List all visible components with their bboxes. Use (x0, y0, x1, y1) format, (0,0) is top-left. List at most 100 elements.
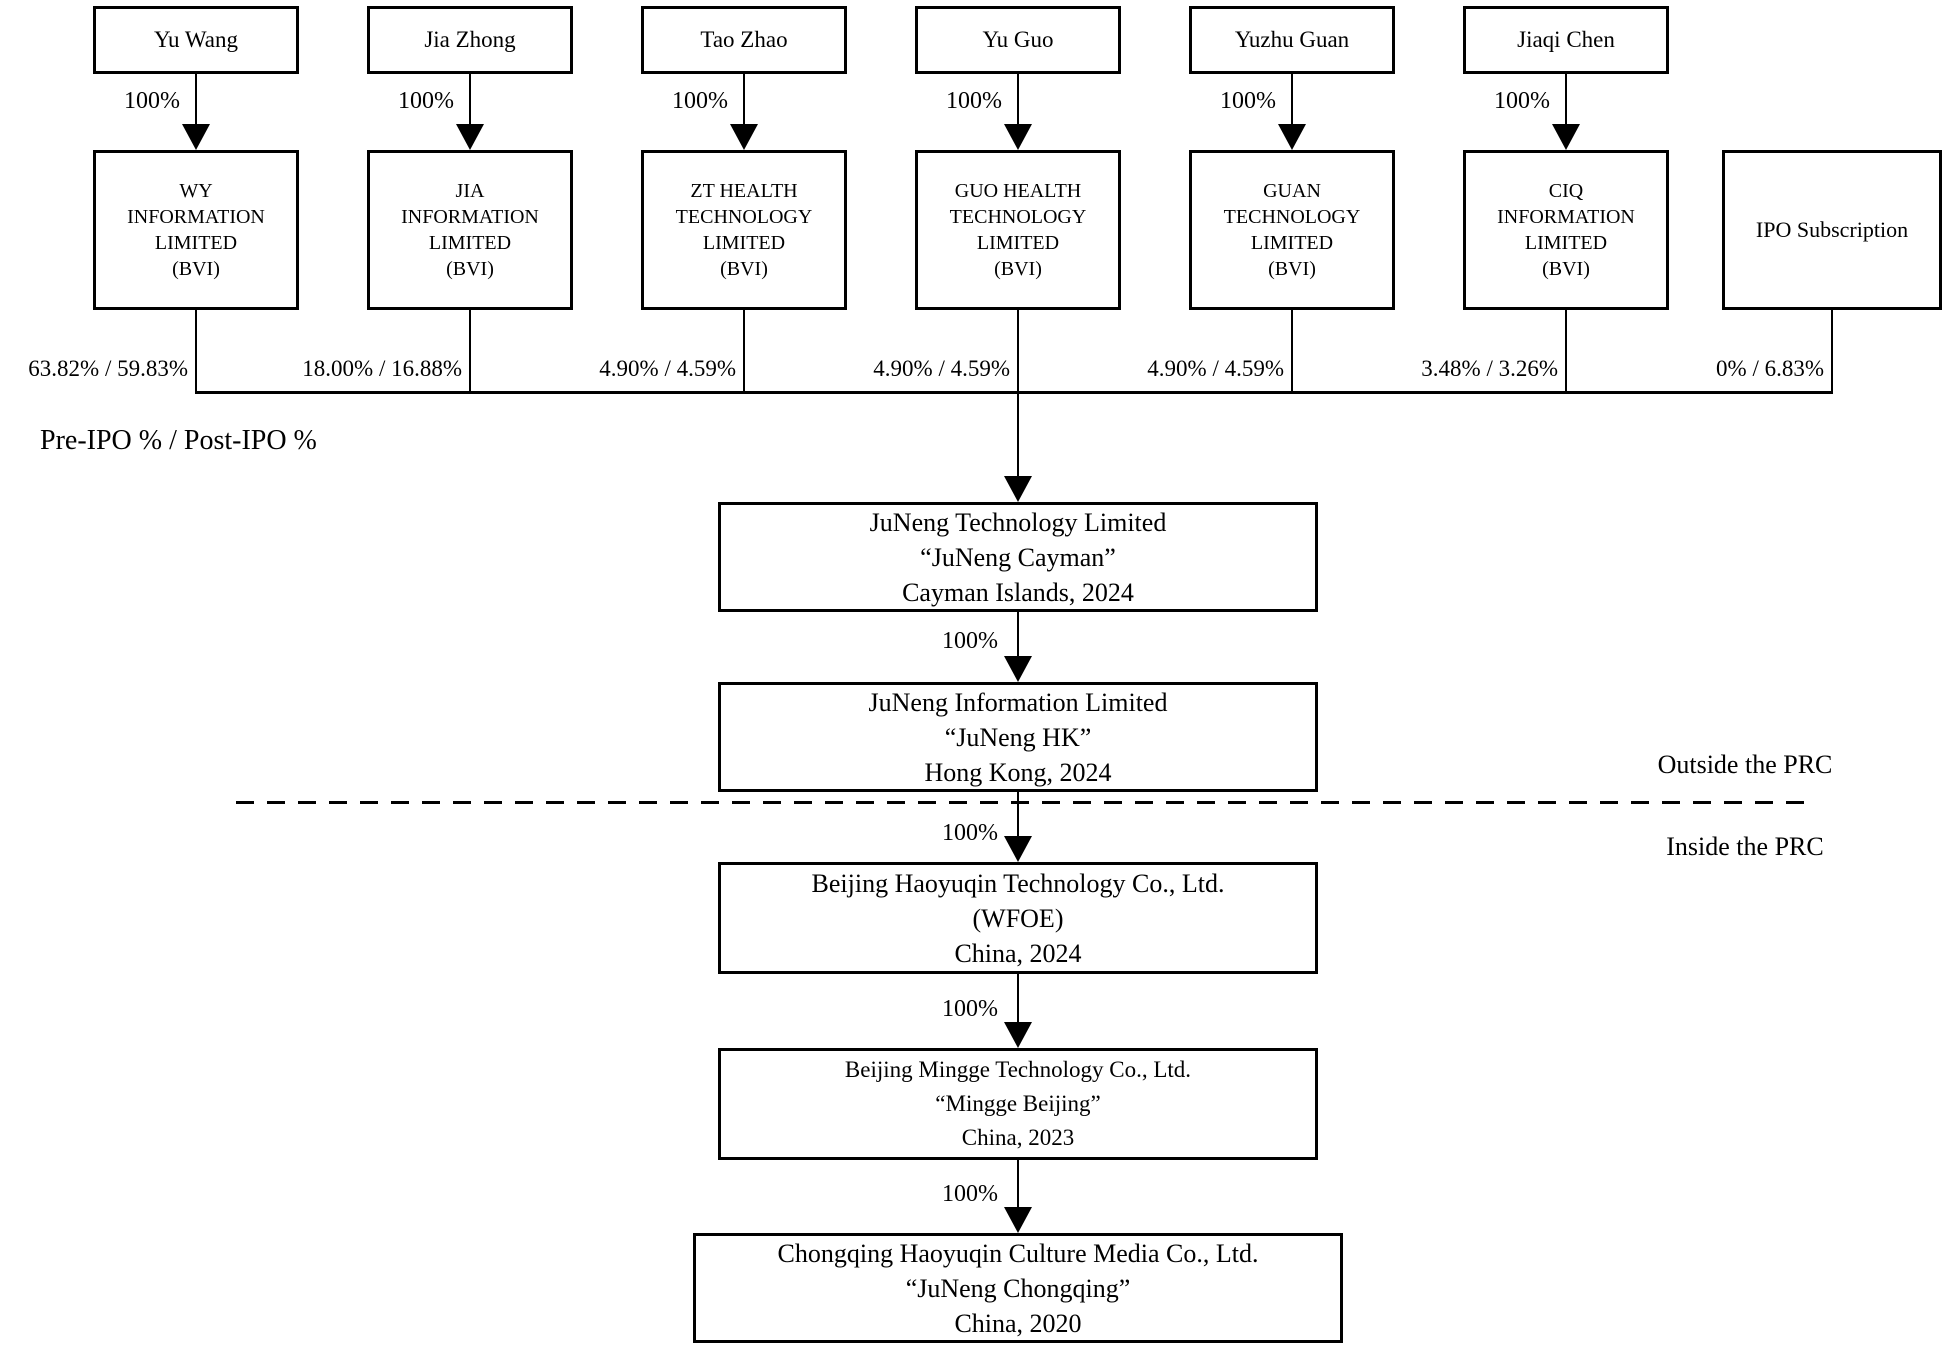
connector-line (743, 310, 745, 392)
company-jurisdiction: China, 2024 (954, 938, 1082, 968)
company-name-line: TECHNOLOGY (949, 206, 1087, 228)
bvi-company-box: GUAN TECHNOLOGY LIMITED (BVI) (1189, 150, 1395, 310)
connector-line (1017, 973, 1019, 1024)
ownership-percent-label: 100% (942, 996, 998, 1022)
pre-post-ipo-legend: Pre-IPO % / Post-IPO % (40, 425, 317, 456)
company-name-line: (BVI) (994, 258, 1042, 280)
arrow-down-icon (1004, 124, 1032, 150)
ownership-percent-label: 100% (942, 820, 998, 846)
connector-line (1291, 74, 1293, 126)
arrow-down-icon (182, 124, 210, 150)
ownership-percent-label: 100% (942, 1181, 998, 1207)
company-box-wfoe: Beijing Haoyuqin Technology Co., Ltd. (W… (718, 862, 1318, 974)
ownership-percent-label: 100% (398, 88, 454, 114)
company-name-line: Beijing Mingge Technology Co., Ltd. (844, 1057, 1192, 1082)
company-name-line: TECHNOLOGY (675, 206, 813, 228)
company-box-juneng-cayman: JuNeng Technology Limited “JuNeng Cayman… (718, 502, 1318, 612)
ownership-percent-label: 100% (942, 628, 998, 654)
company-short-name: “JuNeng Cayman” (920, 542, 1116, 572)
connector-line (469, 310, 471, 392)
company-name-line: WY (179, 180, 213, 202)
company-name-line: GUAN (1263, 180, 1321, 202)
shareholder-box: Yuzhu Guan (1189, 6, 1395, 74)
bvi-company-box: JIA INFORMATION LIMITED (BVI) (367, 150, 573, 310)
company-name-line: JuNeng Technology Limited (869, 507, 1167, 537)
arrow-down-icon (1004, 476, 1032, 502)
ownership-percent-label: 100% (946, 88, 1002, 114)
shareholder-box: Yu Guo (915, 6, 1121, 74)
company-name-line: (BVI) (1268, 258, 1316, 280)
company-name-line: (BVI) (1542, 258, 1590, 280)
arrow-down-icon (1004, 836, 1032, 862)
shareholder-box: Tao Zhao (641, 6, 847, 74)
bvi-company-box: GUO HEALTH TECHNOLOGY LIMITED (BVI) (915, 150, 1121, 310)
company-name-line: TECHNOLOGY (1223, 206, 1361, 228)
shareholder-name: Yuzhu Guan (1234, 27, 1350, 52)
connector-line (1017, 1159, 1019, 1209)
ownership-percent-label: 100% (1494, 88, 1550, 114)
connector-line (469, 74, 471, 126)
connector-line (1017, 791, 1019, 838)
company-box-juneng-chongqing: Chongqing Haoyuqin Culture Media Co., Lt… (693, 1233, 1343, 1343)
ownership-bus-line (195, 391, 1833, 394)
company-name-line: LIMITED (1524, 232, 1608, 254)
company-name-line: INFORMATION (127, 206, 265, 228)
pre-post-ipo-percent: 18.00% / 16.88% (302, 356, 462, 381)
ownership-percent-label: 100% (124, 88, 180, 114)
pre-post-ipo-percent: 4.90% / 4.59% (599, 356, 736, 381)
company-name-line: INFORMATION (1497, 206, 1635, 228)
arrow-down-icon (1552, 124, 1580, 150)
arrow-down-icon (1004, 656, 1032, 682)
shareholder-box: Jiaqi Chen (1463, 6, 1669, 74)
connector-line (195, 74, 197, 126)
connector-line (743, 74, 745, 126)
shareholder-name: Jia Zhong (424, 27, 516, 52)
company-name-line: (BVI) (720, 258, 768, 280)
arrow-down-icon (1004, 1207, 1032, 1233)
pre-post-ipo-percent: 63.82% / 59.83% (28, 356, 188, 381)
company-name-line: LIMITED (154, 232, 238, 254)
arrow-down-icon (456, 124, 484, 150)
bvi-company-box: ZT HEALTH TECHNOLOGY LIMITED (BVI) (641, 150, 847, 310)
shareholder-name: Tao Zhao (700, 27, 788, 52)
connector-line (1017, 393, 1019, 478)
pre-post-ipo-percent: 4.90% / 4.59% (1147, 356, 1284, 381)
region-label-outside-prc: Outside the PRC (1657, 750, 1833, 779)
connector-line (1565, 74, 1567, 126)
arrow-down-icon (730, 124, 758, 150)
company-name-line: ZT HEALTH (690, 180, 798, 202)
connector-line (1017, 310, 1019, 392)
shareholder-name: Jiaqi Chen (1517, 27, 1615, 52)
shareholder-name: Yu Wang (154, 27, 238, 52)
company-name-line: JIA (455, 180, 485, 202)
arrow-down-icon (1004, 1022, 1032, 1048)
company-name-line: CIQ (1548, 180, 1584, 202)
ownership-percent-label: 100% (672, 88, 728, 114)
company-name-line: LIMITED (976, 232, 1060, 254)
ipo-subscription-box: IPO Subscription (1722, 150, 1942, 310)
arrow-down-icon (1278, 124, 1306, 150)
pre-post-ipo-percent: 4.90% / 4.59% (873, 356, 1010, 381)
company-short-name: “JuNeng Chongqing” (905, 1273, 1131, 1303)
shareholder-box: Jia Zhong (367, 6, 573, 74)
shareholder-name: Yu Guo (982, 27, 1054, 52)
connector-line (1831, 310, 1833, 392)
company-jurisdiction: Cayman Islands, 2024 (902, 577, 1134, 607)
ownership-percent-label: 100% (1220, 88, 1276, 114)
region-label-inside-prc: Inside the PRC (1666, 832, 1824, 861)
prc-boundary-dashed-line (236, 801, 1807, 804)
company-short-name: “Mingge Beijing” (935, 1091, 1101, 1116)
company-box-mingge-beijing: Beijing Mingge Technology Co., Ltd. “Min… (718, 1048, 1318, 1160)
company-jurisdiction: China, 2020 (954, 1308, 1082, 1338)
company-name-line: LIMITED (428, 232, 512, 254)
bvi-company-box: WY INFORMATION LIMITED (BVI) (93, 150, 299, 310)
company-box-juneng-hk: JuNeng Information Limited “JuNeng HK” H… (718, 682, 1318, 792)
pre-post-ipo-percent: 0% / 6.83% (1716, 356, 1824, 381)
company-name-line: LIMITED (1250, 232, 1334, 254)
ipo-subscription-label: IPO Subscription (1755, 217, 1909, 242)
connector-line (1017, 612, 1019, 658)
company-name-line: Beijing Haoyuqin Technology Co., Ltd. (811, 868, 1225, 898)
company-name-line: GUO HEALTH (954, 180, 1082, 202)
company-short-name: “JuNeng HK” (944, 722, 1092, 752)
